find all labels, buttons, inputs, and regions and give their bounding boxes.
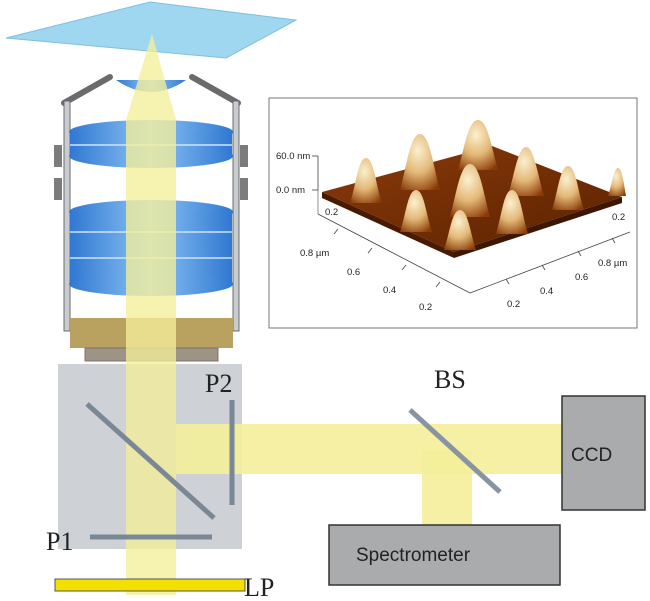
spectrometer-label: Spectrometer (356, 545, 471, 566)
p2-label: P2 (205, 369, 232, 398)
afm-z-tick-bottom: 0.0 nm (276, 185, 305, 196)
afm-left-tick-4: 0.2 (419, 302, 432, 313)
bs-mirror (408, 408, 502, 494)
spectrometer-box (328, 524, 561, 586)
ccd-label: CCD (571, 445, 612, 466)
afm-peaks (350, 120, 626, 250)
bs-label: BS (434, 365, 466, 394)
afm-right-tick-4: 0.2 (507, 299, 520, 310)
cube-mirror (85, 402, 216, 520)
afm-left-tick-1: 0.8 µm (300, 248, 329, 259)
lp-label: LP (244, 573, 274, 601)
sample-plate (5, 1, 298, 59)
horizontal-beam (176, 424, 562, 474)
lp-polarizer (54, 578, 246, 592)
afm-back-left-tick: 0.2 (325, 207, 338, 218)
afm-left-tick-2: 0.6 (347, 267, 360, 278)
afm-right-tick-2: 0.6 (575, 272, 588, 283)
afm-left-tick-3: 0.4 (383, 285, 396, 296)
afm-inset: 60.0 nm 0.0 nm 0.2 0.2 0.8 µm 0.6 0.4 0.… (268, 97, 638, 329)
ccd-box (561, 395, 646, 511)
afm-z-tick-top: 60.0 nm (276, 151, 310, 162)
vertical-beam (126, 34, 176, 595)
afm-back-right-tick: 0.2 (612, 212, 625, 223)
afm-right-tick-1: 0.8 µm (598, 258, 627, 269)
afm-right-tick-3: 0.4 (540, 286, 553, 297)
p1-label: P1 (46, 527, 73, 556)
